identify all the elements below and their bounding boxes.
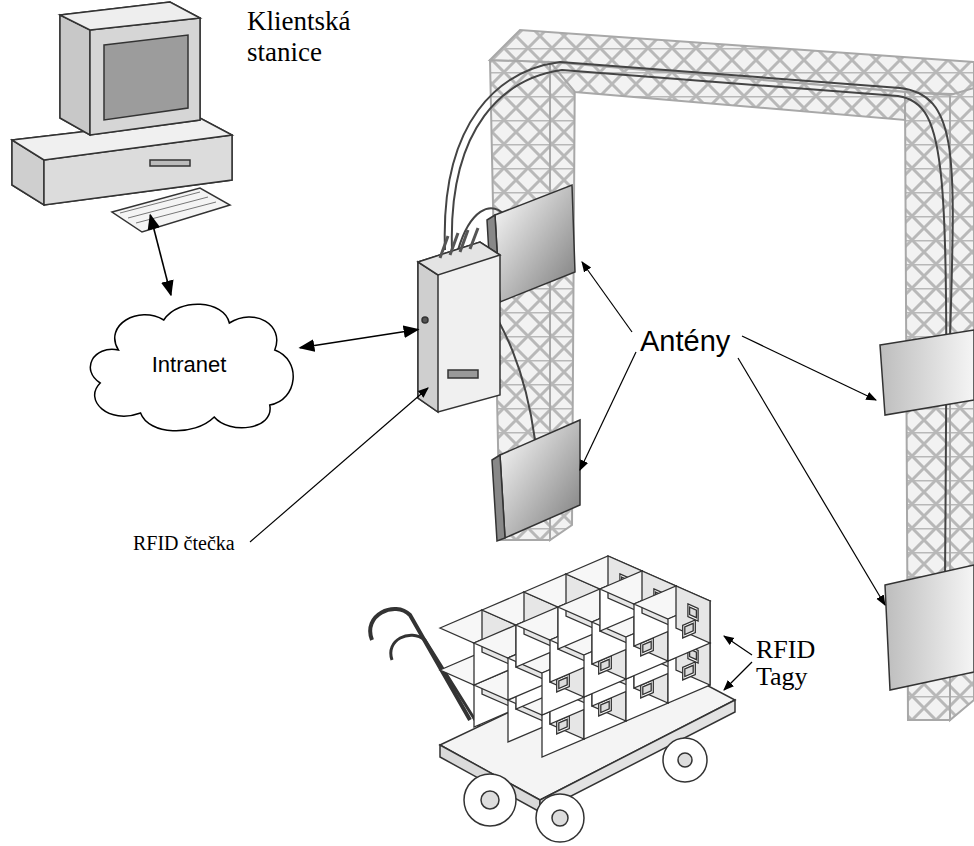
rfid-tag <box>601 659 609 670</box>
cart <box>536 794 584 842</box>
node-label: Intranet <box>152 352 227 378</box>
cart <box>464 774 516 826</box>
rfid-tag <box>559 677 567 688</box>
rfid-tag <box>683 662 696 680</box>
antenna-panel <box>885 565 974 690</box>
gate-truss <box>490 30 974 720</box>
cart <box>481 791 499 809</box>
antenna-panel <box>487 185 974 690</box>
intranet-cloud: Intranet <box>78 295 300 435</box>
crate <box>676 586 710 643</box>
client-computer <box>60 2 200 135</box>
rfid-tag <box>643 641 651 652</box>
rfid-tag <box>685 623 693 634</box>
leader-line <box>738 358 885 605</box>
antenna-cable <box>445 62 953 580</box>
leader-line <box>250 388 428 542</box>
client-computer <box>60 2 200 30</box>
rfid-reader <box>418 242 500 412</box>
rfid-reader <box>440 228 478 258</box>
antenna-panel <box>880 330 974 415</box>
rfid-tag <box>601 701 609 712</box>
rfid-reader <box>418 262 438 412</box>
leader-line <box>580 352 636 470</box>
rfid-tag <box>683 620 696 638</box>
client-computer <box>104 35 188 120</box>
leader-line <box>742 336 876 400</box>
rfid-tag <box>688 604 698 621</box>
client-computer <box>150 160 190 166</box>
antenna-panel <box>500 420 580 538</box>
antenna-panel <box>495 185 575 302</box>
leader-line <box>724 636 752 655</box>
client-computer <box>90 18 200 135</box>
client-station: Klientská stanice <box>10 0 235 215</box>
connector-arrow <box>150 215 171 295</box>
rfid-reader: RFID čtečka <box>418 232 502 414</box>
node-label: Klientská stanice <box>247 6 387 68</box>
client-computer <box>120 192 216 223</box>
leader-line <box>250 262 885 690</box>
rfid-reader <box>418 242 500 275</box>
connector-arrow <box>300 330 418 348</box>
client-computer <box>12 2 232 232</box>
cart <box>552 810 568 826</box>
cloud-outline <box>90 304 293 431</box>
node-label: RFID čtečka <box>133 532 235 554</box>
tag-label: RFID Tagy <box>756 636 828 691</box>
leader-line <box>582 262 632 332</box>
antenna-cable <box>445 62 953 340</box>
rfid-reader <box>422 317 428 323</box>
crate <box>440 556 710 757</box>
rfid-tag <box>685 665 693 676</box>
leader-line <box>724 662 752 690</box>
antenna-panel <box>492 455 505 541</box>
client-computer <box>60 15 90 135</box>
antenna-cable <box>452 70 946 580</box>
rfid-tag <box>690 607 697 618</box>
antenna-label: Antény <box>640 326 730 356</box>
rfid-tag <box>559 719 567 730</box>
client-computer <box>112 188 230 232</box>
gate-truss <box>550 62 905 120</box>
cart <box>678 753 692 767</box>
cart <box>663 738 707 782</box>
node-text-group: RFID čtečka <box>133 532 235 554</box>
rfid-reader <box>418 228 500 412</box>
node-text-group: Intranet <box>78 295 300 435</box>
rfid-tag <box>643 683 651 694</box>
rfid-reader <box>448 370 478 378</box>
node-text-group: Klientská stanice <box>247 6 387 68</box>
